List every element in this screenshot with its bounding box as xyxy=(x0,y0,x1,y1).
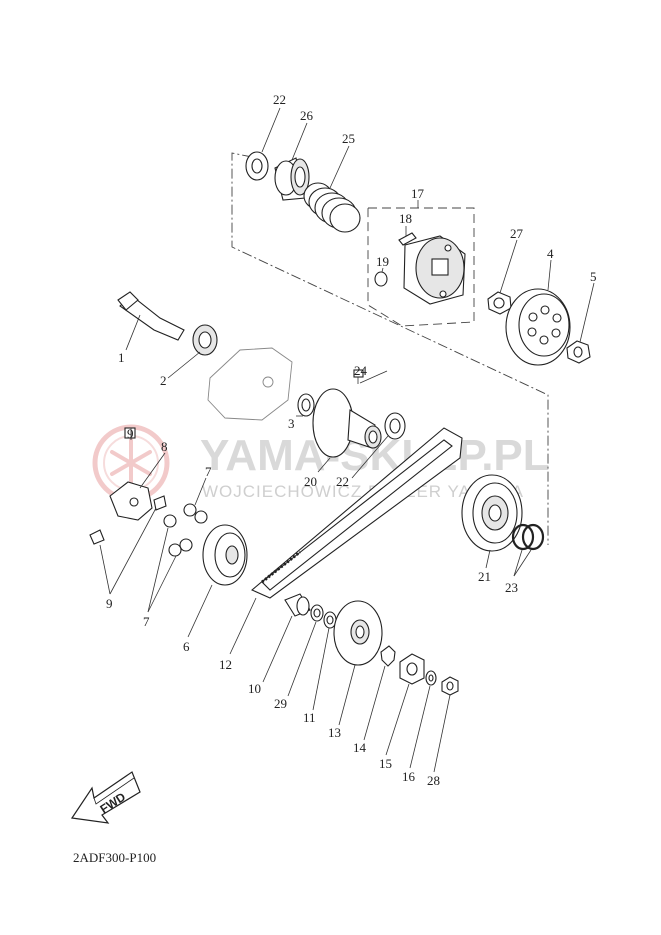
watermark: YAMA-SKLEP.PL WOJCIECHOWICZ DEALER YAMAH… xyxy=(92,424,550,502)
part-17-clutch-carrier xyxy=(403,235,466,305)
callout-labels: 22 26 25 17 18 19 27 4 5 1 2 24 3 9 8 7 … xyxy=(106,92,597,788)
callout-20: 20 xyxy=(304,474,317,489)
part-13-fan xyxy=(333,600,383,666)
part-22-washer-mid xyxy=(384,412,406,440)
part-28-nut xyxy=(441,676,459,696)
callout-10: 10 xyxy=(248,681,261,696)
part-29-washer xyxy=(310,604,324,622)
callout-15: 15 xyxy=(379,756,392,771)
part-25-spring xyxy=(303,182,361,233)
callout-1: 1 xyxy=(118,350,125,365)
part-21-fixed-sheave xyxy=(461,474,523,552)
callout-22a: 22 xyxy=(273,92,286,107)
part-26-collar xyxy=(274,157,310,201)
clutch-subassembly-box xyxy=(367,207,475,327)
part-5-nut xyxy=(566,340,591,364)
part-3-washer xyxy=(297,393,315,417)
part-18-spring xyxy=(398,232,417,246)
fwd-arrow-icon: FWD xyxy=(70,771,141,824)
part-19-circlip xyxy=(374,271,388,287)
callout-8: 8 xyxy=(161,439,168,454)
callout-7b: 7 xyxy=(143,614,150,629)
part-9-sliders xyxy=(89,427,167,545)
callout-2: 2 xyxy=(160,373,167,388)
assembly-frame-line xyxy=(231,152,549,545)
callout-11: 11 xyxy=(303,710,316,725)
part-15-one-way xyxy=(399,653,425,685)
part-2-bearing xyxy=(192,324,218,356)
callout-23: 23 xyxy=(505,580,518,595)
callout-24: 24 xyxy=(354,363,368,378)
callout-5: 5 xyxy=(590,269,597,284)
callout-28: 28 xyxy=(427,773,440,788)
part-1-shaft xyxy=(117,291,185,341)
callout-27: 27 xyxy=(510,226,524,241)
part-14-spacer xyxy=(380,645,396,667)
callout-16: 16 xyxy=(402,769,416,784)
cover-outline xyxy=(207,347,293,421)
part-4-clutch-housing xyxy=(505,288,571,366)
leader-lines xyxy=(99,107,595,773)
callout-12: 12 xyxy=(219,657,232,672)
part-10-collar xyxy=(284,593,311,617)
watermark-subtitle: WOJCIECHOWICZ DEALER YAMAHA xyxy=(202,482,524,501)
callout-22b: 22 xyxy=(336,474,349,489)
diagram-code: 2ADF300-P100 xyxy=(73,850,157,865)
part-16-washer xyxy=(425,670,437,686)
part-23-o-rings xyxy=(511,523,545,551)
callout-9b: 9 xyxy=(106,596,113,611)
callout-29: 29 xyxy=(274,696,287,711)
callout-26: 26 xyxy=(300,108,314,123)
part-6-movable-sheave xyxy=(202,524,248,586)
callout-4: 4 xyxy=(547,246,554,261)
callout-14: 14 xyxy=(353,740,367,755)
callout-3: 3 xyxy=(288,416,295,431)
part-12-v-belt xyxy=(250,427,463,599)
part-22-washer-top xyxy=(245,151,269,181)
part-24-bolt xyxy=(353,369,364,384)
callout-25: 25 xyxy=(342,131,355,146)
callout-19: 19 xyxy=(376,254,389,269)
callout-21: 21 xyxy=(478,569,491,584)
callout-17: 17 xyxy=(411,186,425,201)
callout-7a: 7 xyxy=(205,464,212,479)
callout-9a: 9 xyxy=(127,426,134,441)
part-27-nut xyxy=(487,291,512,315)
callout-6: 6 xyxy=(183,639,190,654)
callout-13: 13 xyxy=(328,725,341,740)
part-20-sliding-sheave xyxy=(312,388,382,458)
callout-18: 18 xyxy=(399,211,412,226)
part-7-rollers xyxy=(163,503,208,557)
part-8-cam xyxy=(109,481,153,521)
